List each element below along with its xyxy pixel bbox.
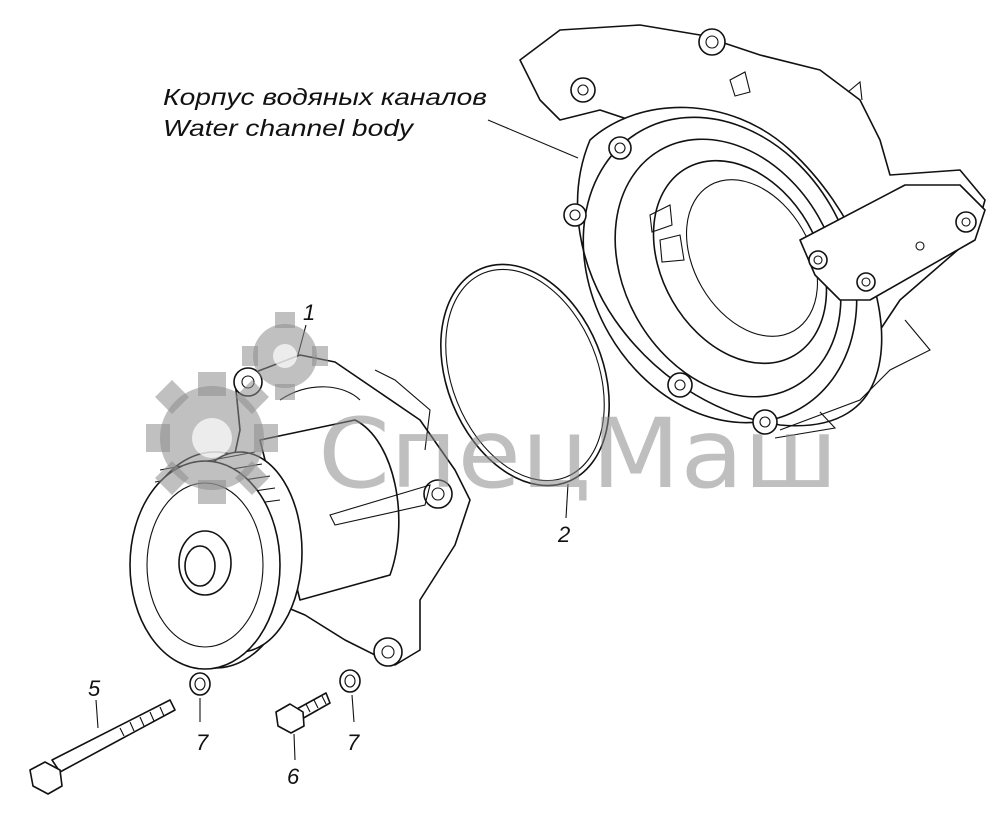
short-bolt <box>275 692 331 761</box>
water-channel-body-housing <box>519 24 986 439</box>
water-pump-assembly <box>129 354 471 670</box>
watermark-gear-large-icon <box>146 372 278 504</box>
watermark-gear-small-icon <box>242 312 328 400</box>
o-ring-seal <box>440 263 610 519</box>
watermark-text: СпецМаш <box>318 398 838 510</box>
caption-leader-line <box>487 119 579 159</box>
long-bolt <box>29 699 176 795</box>
callout-2: 2 <box>557 522 570 547</box>
callout-5: 5 <box>88 676 101 701</box>
caption-russian: Корпус водяных каналов <box>163 84 487 110</box>
washer-right <box>339 669 361 723</box>
callout-6: 6 <box>287 764 300 789</box>
callout-7-right: 7 <box>347 730 360 755</box>
watermark-logo: СпецМаш <box>146 312 838 510</box>
callout-1: 1 <box>303 300 315 325</box>
caption-english: Water channel body <box>163 115 415 141</box>
callout-7-left: 7 <box>196 730 209 755</box>
callout-2-leader <box>565 483 569 519</box>
washer-left <box>189 672 211 722</box>
